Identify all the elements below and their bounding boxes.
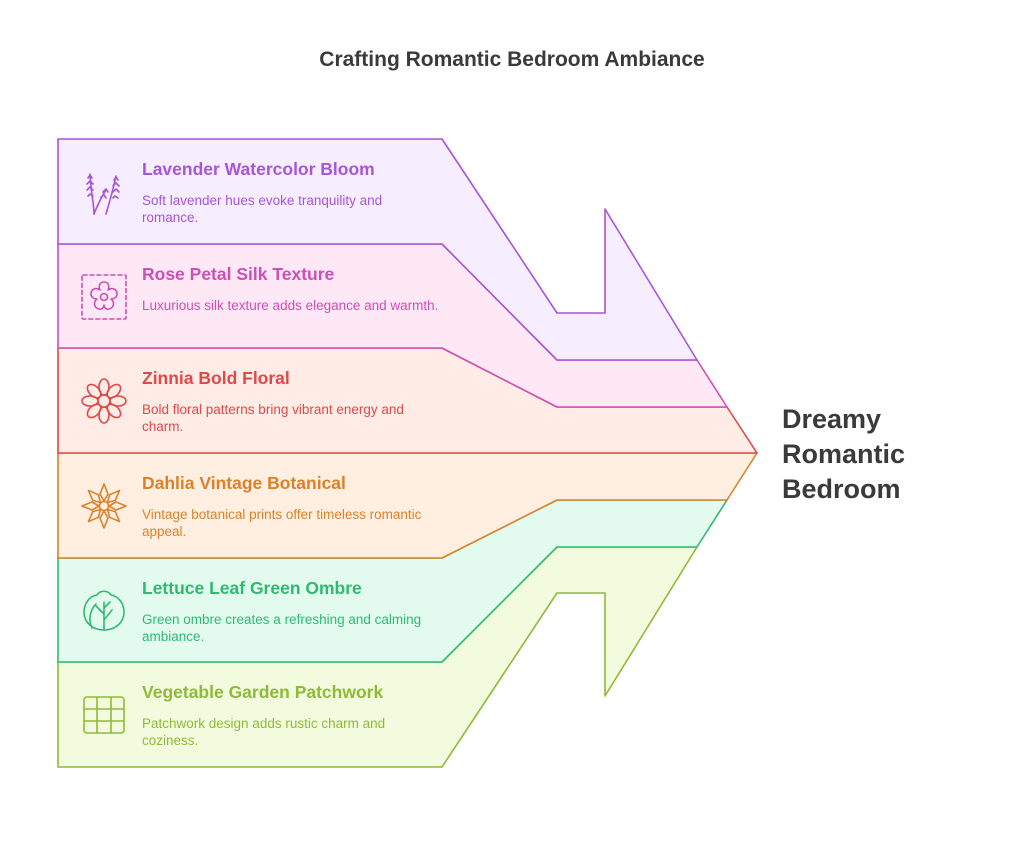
diagram-title: Crafting Romantic Bedroom Ambiance — [319, 48, 705, 71]
item-description-rose-petal: Luxurious silk texture adds elegance and… — [142, 298, 439, 313]
rose-flower-icon — [81, 274, 127, 320]
zinnia-flower-icon — [81, 378, 127, 424]
result-line-1: Dreamy — [782, 404, 882, 434]
band-lavender — [57, 138, 698, 361]
lettuce-leaf-icon — [83, 590, 125, 631]
result-label: Dreamy Romantic Bedroom — [782, 402, 982, 507]
item-description-lettuce-leaf: Green ombre creates a refreshing and cal… — [142, 612, 422, 644]
result-line-2: Romantic — [782, 439, 906, 469]
item-heading-dahlia: Dahlia Vintage Botanical — [142, 473, 346, 493]
dahlia-flower-icon — [81, 483, 127, 529]
patchwork-grid-icon — [83, 696, 125, 734]
item-heading-vegetable-garden: Vegetable Garden Patchwork — [142, 682, 384, 702]
item-heading-lavender: Lavender Watercolor Bloom — [142, 159, 375, 179]
item-description-vegetable-garden: Patchwork design adds rustic charm and c… — [142, 716, 386, 748]
item-description-zinnia: Bold floral patterns bring vibrant energ… — [142, 402, 404, 434]
item-description-lavender: Soft lavender hues evoke tranquility and… — [142, 193, 383, 225]
item-heading-rose-petal: Rose Petal Silk Texture — [142, 264, 335, 284]
item-heading-zinnia: Zinnia Bold Floral — [142, 368, 290, 388]
item-heading-lettuce-leaf: Lettuce Leaf Green Ombre — [142, 578, 362, 598]
lavender-icon — [86, 173, 120, 215]
result-line-3: Bedroom — [782, 474, 901, 504]
item-description-dahlia: Vintage botanical prints offer timeless … — [142, 507, 422, 539]
